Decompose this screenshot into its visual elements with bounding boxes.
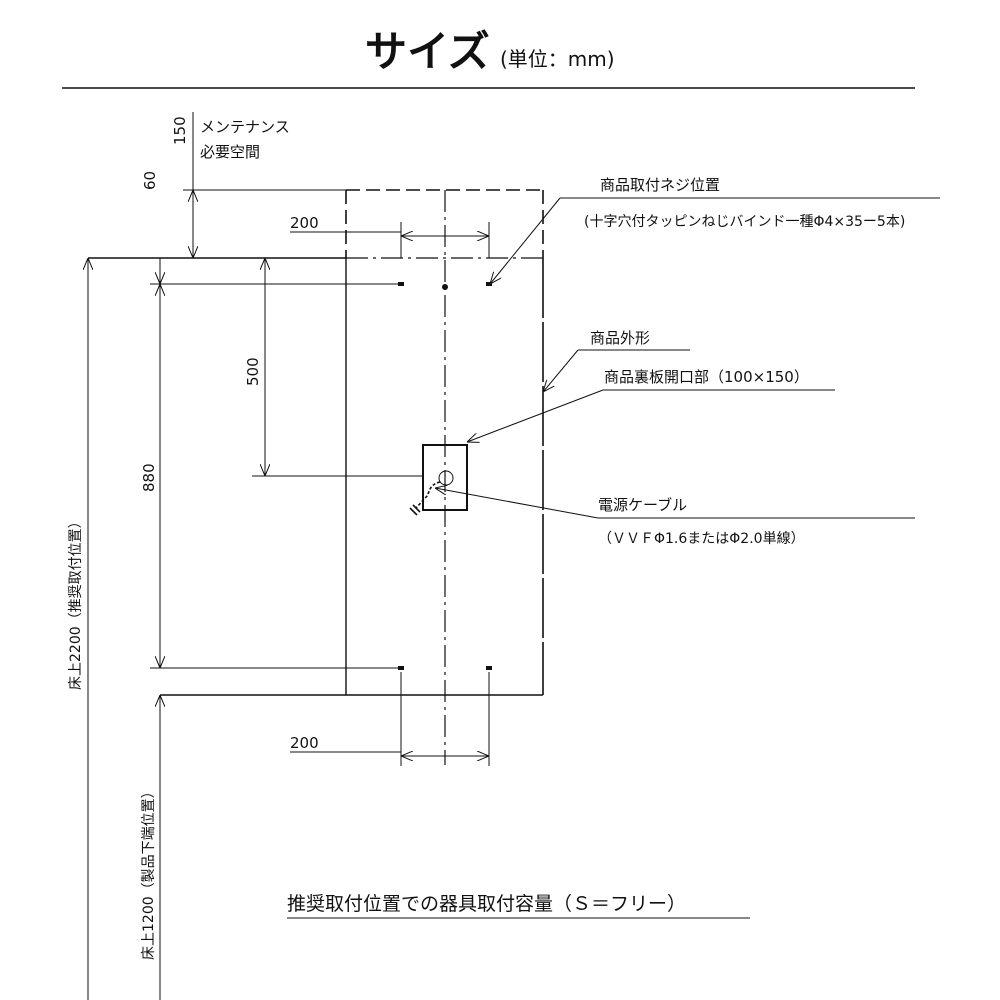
dim-500-label: 500 [244, 357, 262, 386]
callout-screw: 商品取付ネジ位置 (十字穴付タッピンねじバインド一種Φ4×35ー5本) [490, 176, 940, 284]
screw-title: 商品取付ネジ位置 [600, 176, 720, 194]
dim-880-label: 880 [140, 463, 158, 492]
opening-label: 商品裏板開口部（100×150） [604, 368, 809, 386]
maintenance-label-1: メンテナンス [200, 118, 290, 136]
dimension-880: 880 [140, 258, 398, 669]
floor-2200-label: 床上2200（推奨取付位置） [68, 514, 84, 690]
dim-200-bottom-label: 200 [290, 734, 319, 752]
dim-60-label: 60 [141, 171, 159, 190]
screw-positions [398, 282, 492, 670]
dimension-maintenance: 150 60 メンテナンス 必要空間 [141, 112, 346, 258]
screw-detail: (十字穴付タッピンねじバインド一種Φ4×35ー5本) [584, 214, 905, 230]
dim-200-top-label: 200 [290, 214, 319, 232]
callout-opening: 商品裏板開口部（100×150） [467, 368, 835, 442]
maintenance-label-2: 必要空間 [200, 143, 260, 161]
dimension-200-top: 200 [290, 214, 490, 258]
footer-caption: 推奨取付位置での器具取付容量（Ｓ＝フリー） [287, 893, 686, 915]
callout-outline: 商品外形 [543, 329, 690, 392]
callout-cable: 電源ケーブル （ＶＶＦΦ1.6またはΦ2.0単線） [435, 488, 915, 547]
cable-detail: （ＶＶＦΦ1.6またはΦ2.0単線） [598, 531, 805, 547]
dimension-floor: 床上2200（推奨取付位置） 床上1200（製品下端位置） [68, 258, 160, 1000]
page-title: サイズ [365, 27, 490, 76]
cable-title: 電源ケーブル [598, 496, 687, 514]
unit-label: (単位：mm) [500, 47, 615, 71]
back-opening [409, 444, 468, 516]
dimension-200-bottom: 200 [290, 672, 490, 766]
outline-label: 商品外形 [590, 329, 650, 347]
dim-150-label: 150 [171, 116, 189, 145]
dimension-500: 500 [244, 258, 423, 477]
floor-1200-label: 床上1200（製品下端位置） [141, 784, 157, 960]
maintenance-space [345, 189, 544, 258]
